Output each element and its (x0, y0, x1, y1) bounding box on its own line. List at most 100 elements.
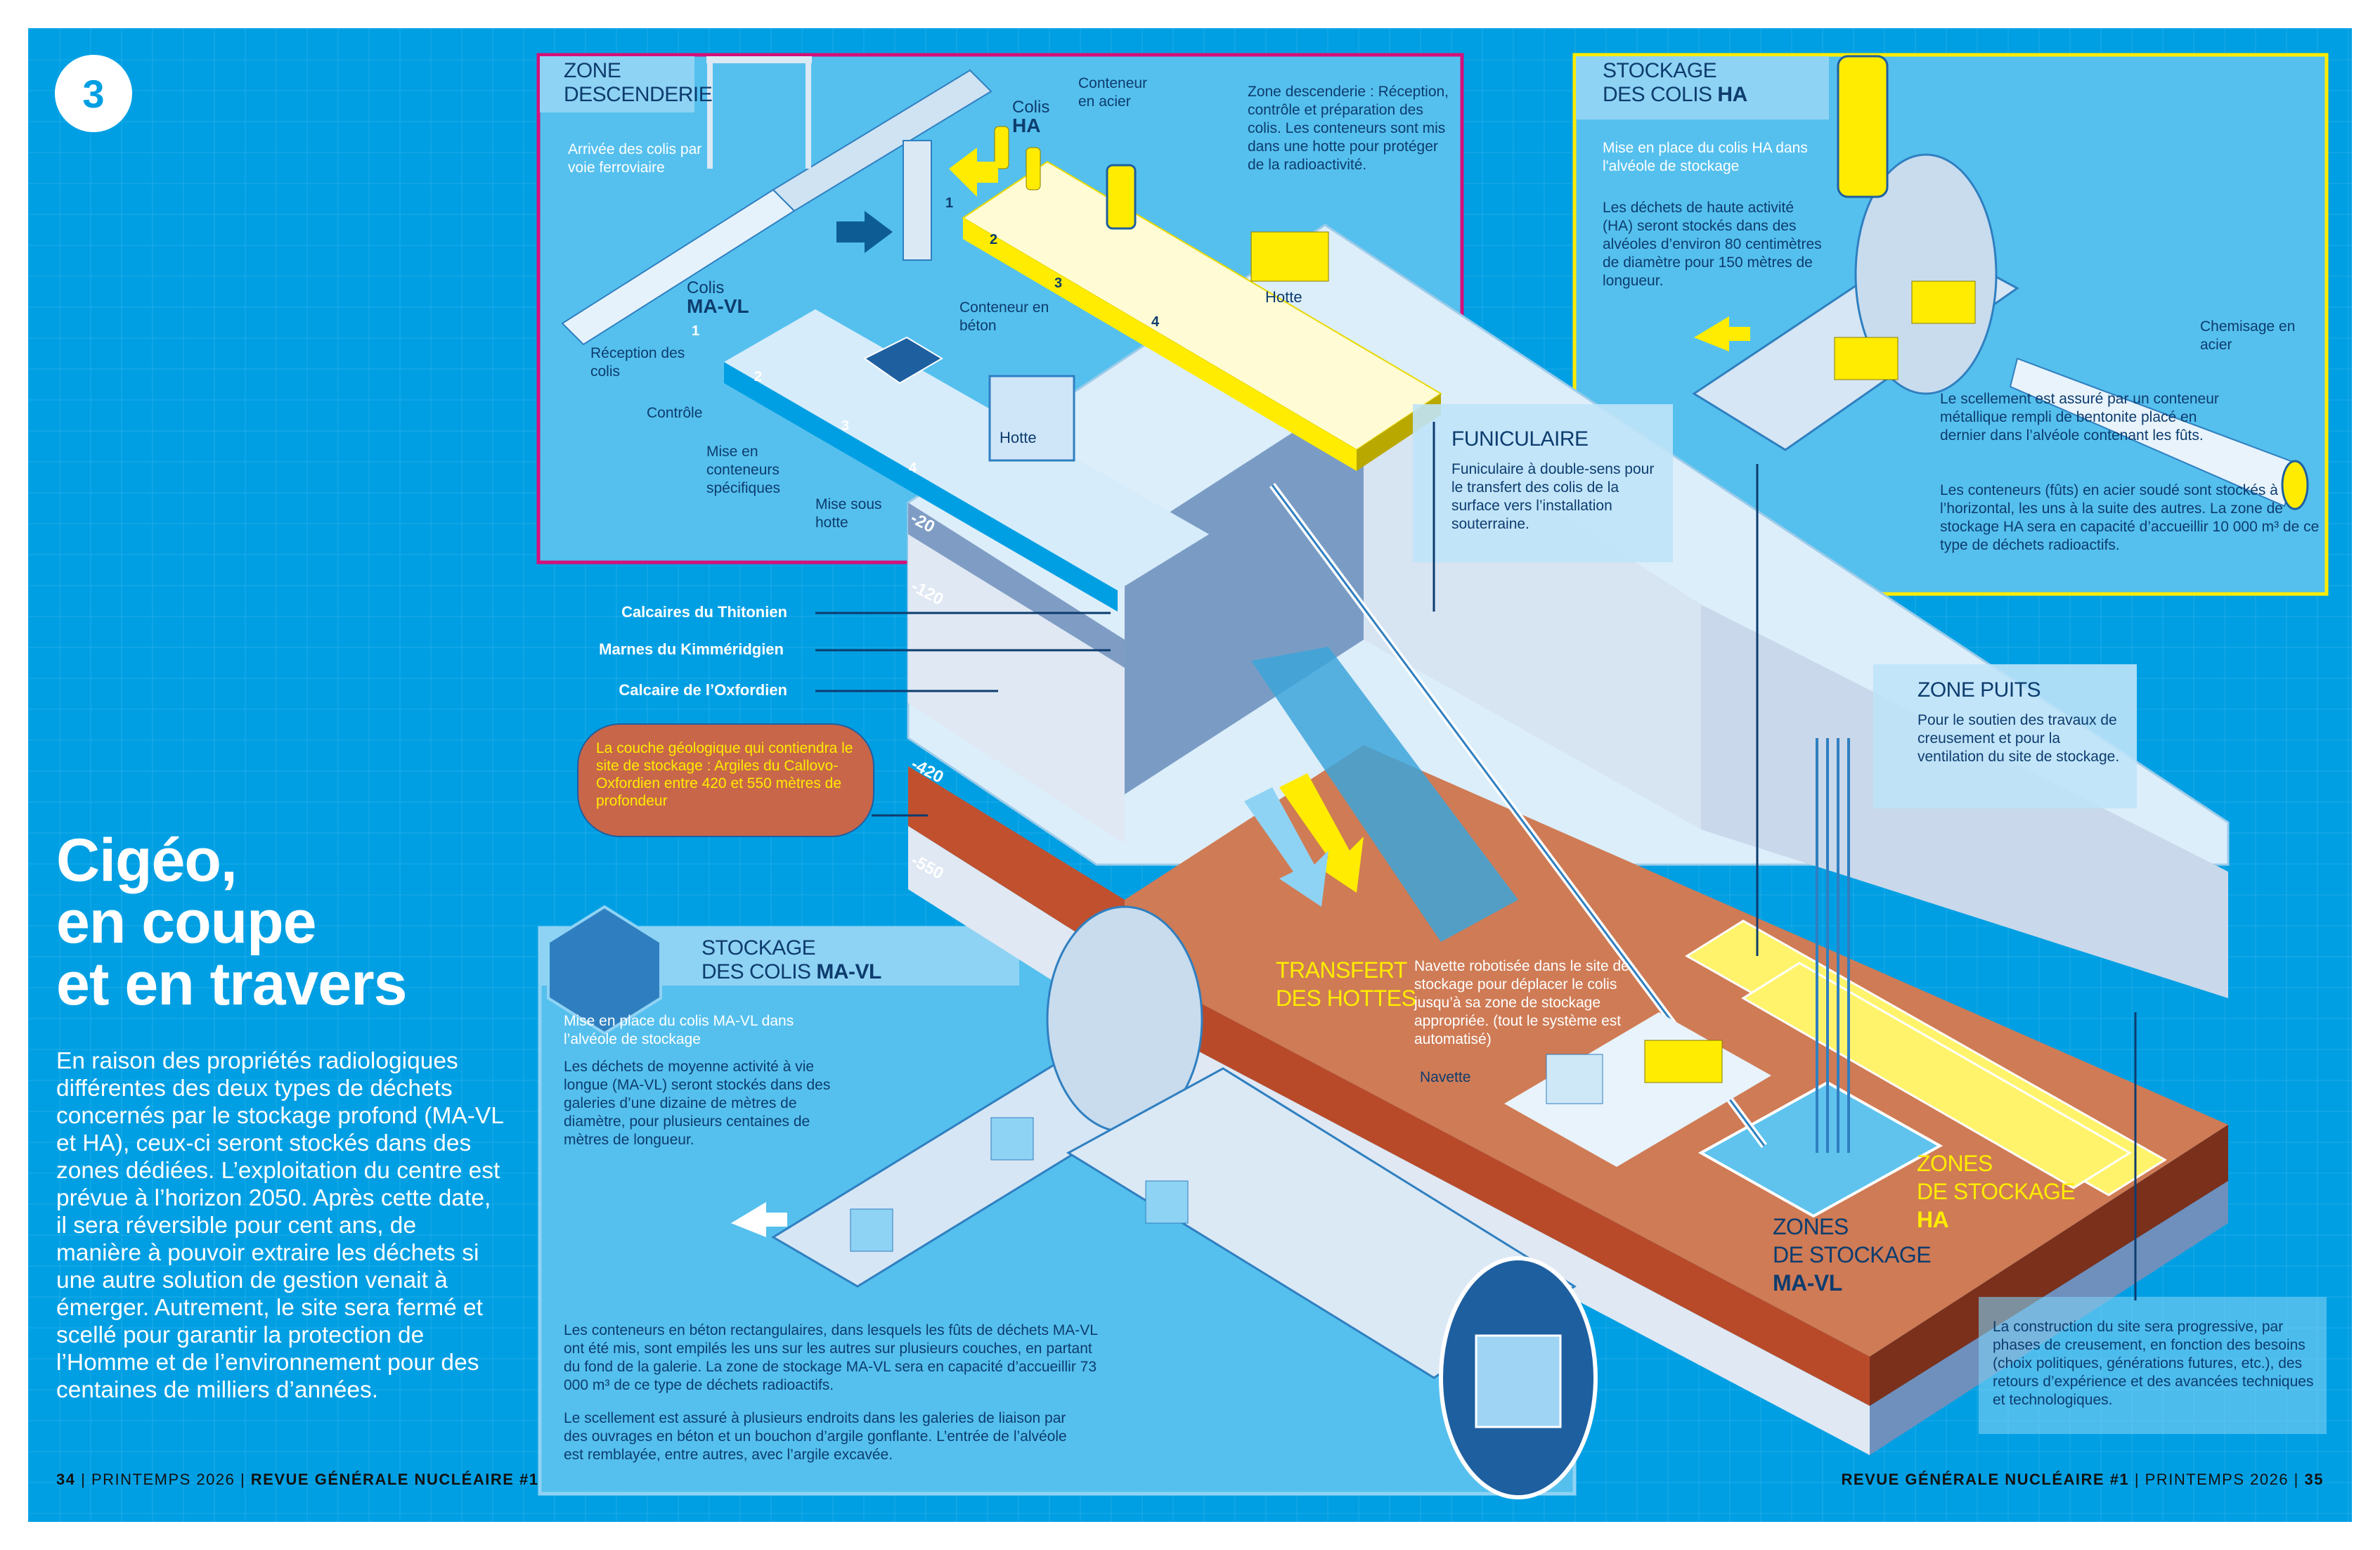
concrete-container-label: Conteneur en béton (959, 299, 1049, 334)
title-bold: HA (1717, 83, 1747, 106)
page-number: 35 (2304, 1471, 2324, 1488)
label-line: Colis (687, 278, 725, 297)
step-number: 2 (754, 369, 763, 385)
zone-puits-text: Pour le soutien des travaux de creusemen… (1917, 712, 2120, 765)
step-number: 1 (945, 195, 954, 211)
construction-box (1979, 1297, 2327, 1434)
label-bold: MA-VL (687, 295, 749, 317)
page-number: 34 (56, 1471, 76, 1488)
title-line: et en travers (56, 950, 408, 1018)
title-line: STOCKAGE (701, 936, 816, 960)
mavl-containers-text: Les conteneurs en béton rectangulaires, … (564, 1322, 1098, 1393)
transfer-shaft (903, 140, 932, 261)
step-mise-en-conteneurs: Mise en conteneurs spécifiques (706, 444, 781, 496)
title-line: Cigéo, (56, 827, 238, 894)
geology-callout: La couche géologique qui contiendra le s… (596, 740, 853, 809)
label-bold: HA (1012, 115, 1041, 136)
layer-label: Marnes du Kimméridgien (599, 640, 784, 658)
footer-right: REVUE GÉNÉRALE NUCLÉAIRE #1 | PRINTEMPS … (1841, 1471, 2324, 1488)
layer-label: Calcaire de l’Oxfordien (619, 681, 787, 699)
ha-canister (994, 126, 1009, 169)
mavl-storage-cells (1697, 1080, 1944, 1218)
step-reception: Réception des colis (590, 345, 685, 380)
funiculaire-title: FUNICULAIRE (1451, 427, 1589, 451)
step-controle: Contrôle (647, 405, 703, 421)
clay-layer-front (908, 766, 1125, 963)
mavl-reception-platform (724, 309, 1209, 590)
zones-ha-label: ZONES DE STOCKAGE HA (1917, 1149, 2076, 1234)
intro-paragraph: En raison des propriétés radiologiques d… (56, 1048, 503, 1403)
layer-label: Calcaires du Thitonien (621, 603, 787, 621)
descenderie-title: ZONE DESCENDERIE (564, 59, 713, 107)
label-bold: HA (1917, 1207, 1949, 1232)
colis-ha-label: Colis HA (1012, 98, 1050, 136)
mavl-arrow (731, 1202, 787, 1237)
label-line: DE STOCKAGE (1773, 1242, 1932, 1267)
label-line: ZONES (1773, 1214, 1849, 1239)
step-number: 1 (692, 323, 700, 339)
ha-sealing-text: Le scellement est assuré par un conteneu… (1940, 391, 2219, 444)
concrete-container (863, 336, 943, 385)
title-line: STOCKAGE (1603, 59, 1717, 82)
label-line: DE STOCKAGE (1917, 1179, 2076, 1204)
steel-container-label: Conteneur en acier (1078, 75, 1148, 110)
ha-canister-large (1837, 55, 1889, 198)
step-number: 3 (1054, 276, 1063, 291)
funiculaire-text: Funiculaire à double-sens pour le transf… (1451, 461, 1655, 532)
chemisage-label: Chemisage en acier (2200, 318, 2296, 353)
ha-cell-tube (2009, 357, 2300, 508)
mavl-container-icon (547, 905, 662, 1035)
label-line: ZONES (1917, 1151, 1993, 1176)
zones-mavl-label: ZONES DE STOCKAGE MA-VL (1773, 1213, 1932, 1297)
ha-arrow (1694, 316, 1750, 351)
leader-lines (815, 422, 2137, 1300)
mavl-sealing-text: Le scellement est assuré à plusieurs end… (564, 1410, 1067, 1463)
funiculaire-box (1413, 404, 1673, 562)
construction-text: La construction du site sera progressive… (1993, 1319, 2314, 1408)
step-mise-sous-hotte: Mise sous hotte (815, 496, 882, 531)
ha-containers-text: Les conteneurs (fûts) en acier soudé son… (1940, 482, 2320, 553)
mavl-hotte (988, 375, 1075, 462)
mavl-subtitle: Mise en place du colis MA-VL dans l’alvé… (564, 1013, 794, 1047)
magazine-name: REVUE GÉNÉRALE NUCLÉAIRE #1 (1841, 1471, 2130, 1488)
front-face (908, 503, 1125, 844)
geology-callout-bg (577, 723, 874, 837)
title-line: TRANSFERT (1276, 957, 1407, 983)
title-line: DES HOTTES (1276, 986, 1416, 1011)
mavl-storage-title: STOCKAGE DES COLIS MA-VL (701, 936, 881, 984)
ha-hotte (1250, 231, 1329, 282)
zone-puits-title: ZONE PUITS (1917, 678, 2041, 702)
ha-description: Les déchets de haute activité (HA) seron… (1603, 200, 1822, 289)
arrow-to-mavl (836, 211, 893, 253)
label-line: Colis (1012, 98, 1050, 117)
descenderie-title-bg (540, 56, 694, 112)
issue-date: PRINTEMPS 2026 (2145, 1471, 2289, 1488)
section-number-badge: 3 (55, 55, 132, 132)
hotte-mavl-label: Hotte (1000, 429, 1037, 446)
page-title: Cigéo, en coupe et en travers (56, 827, 408, 1018)
navette-label: Navette (1420, 1069, 1471, 1085)
step-number: 4 (1151, 314, 1160, 330)
mavl-cell (1066, 1067, 1577, 1379)
title-bold: MA-VL (816, 960, 881, 983)
strata-wall (1125, 387, 1364, 794)
label-bold: MA-VL (1773, 1270, 1842, 1296)
mavl-package (850, 1208, 893, 1252)
title-line: DES COLIS (1603, 83, 1712, 106)
title-line: DESCENDERIE (564, 83, 713, 106)
step-number: 2 (990, 232, 998, 247)
mavl-description: Les déchets de moyenne activité à vie lo… (564, 1059, 831, 1148)
magazine-name: REVUE GÉNÉRALE NUCLÉAIRE #1 (250, 1471, 539, 1488)
descenderie-description: Zone descenderie : Réception, contrôle e… (1248, 84, 1449, 173)
steel-container (1106, 164, 1137, 230)
shafts (1816, 738, 1850, 1153)
footer-left: 34 | PRINTEMPS 2026 | REVUE GÉNÉRALE NUC… (56, 1471, 539, 1488)
cutaway-illustration (536, 53, 2329, 1499)
infographic-spread: 3 Cigéo, en coupe et en travers En raiso… (28, 28, 2352, 1522)
hotte-ha-label: Hotte (1265, 288, 1302, 306)
ha-storage-title: STOCKAGE DES COLIS HA (1603, 59, 1747, 107)
stacked-containers (1475, 1334, 1562, 1428)
descent-tunnel (1251, 647, 1518, 942)
ha-shuttle (1834, 337, 1899, 380)
arrival-label: Arrivée des colis par voie ferroviaire (568, 141, 702, 176)
